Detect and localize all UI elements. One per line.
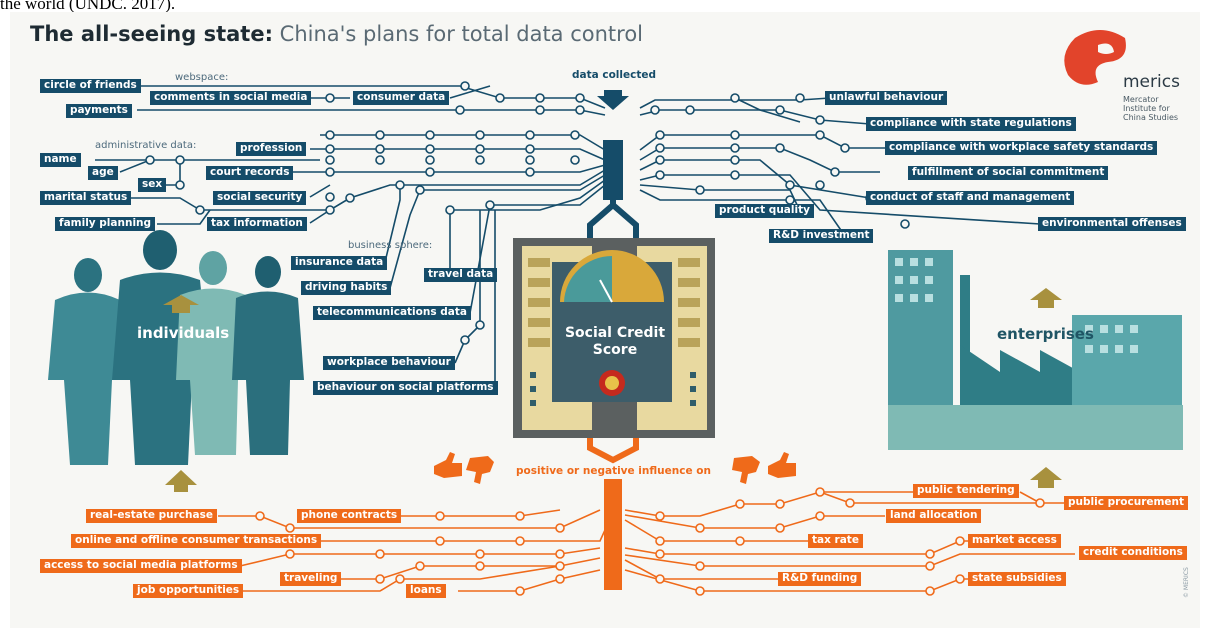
input-label: court records — [206, 166, 294, 180]
up-arrow-right-icon — [1030, 467, 1062, 488]
caption-business: business sphere: — [348, 240, 433, 251]
input-label: comments in social media — [150, 91, 312, 105]
copyright-text: © MERICS — [1183, 567, 1190, 598]
page-title: The all-seeing state: China's plans for … — [30, 22, 644, 46]
individuals-illustration — [48, 230, 304, 465]
output-label: tax rate — [808, 534, 863, 548]
input-label: unlawful behaviour — [825, 91, 948, 105]
section-enterprises: enterprises — [997, 325, 1094, 343]
logo-subtitle: Mercator Institute for China Studies — [1123, 95, 1179, 122]
input-label: environmental offenses — [1038, 217, 1186, 231]
input-label: sex — [138, 178, 167, 192]
caption-influence: positive or negative influence on — [512, 465, 715, 479]
input-label: consumer data — [353, 91, 450, 105]
social-credit-building — [513, 238, 715, 438]
output-label: phone contracts — [297, 509, 402, 523]
input-label: payments — [66, 104, 132, 118]
output-label: state subsidies — [968, 572, 1066, 586]
caption-administrative: administrative data: — [95, 140, 197, 151]
input-label: profession — [236, 142, 307, 156]
input-label: telecommunications data — [313, 306, 471, 320]
social-credit-score-title: Social Credit Score — [564, 325, 666, 358]
caption-webspace: webspace: — [175, 72, 229, 83]
output-label: job opportunities — [133, 584, 244, 598]
data-collected-arrow-icon — [597, 96, 629, 110]
section-individuals: individuals — [137, 324, 230, 342]
input-label: product quality — [715, 204, 814, 218]
output-label: loans — [406, 584, 446, 598]
output-label: public procurement — [1064, 496, 1189, 510]
input-label: family planning — [55, 217, 156, 231]
output-label: traveling — [280, 572, 342, 586]
top-snippet-text: the world (UNDC. 2017). — [0, 0, 176, 13]
output-label: credit conditions — [1079, 546, 1187, 560]
input-label: tax information — [207, 217, 307, 231]
enterprises-illustration — [888, 250, 1183, 450]
up-arrow-left-icon — [165, 470, 197, 492]
output-label: online and offline consumer transactions — [71, 534, 322, 548]
input-label: age — [88, 166, 118, 180]
output-label: public tendering — [913, 484, 1019, 498]
input-label: driving habits — [301, 281, 392, 295]
thumbs-up-down-left-icon — [434, 452, 494, 484]
input-label: conduct of staff and management — [866, 191, 1075, 205]
input-label: workplace behaviour — [323, 356, 455, 370]
caption-data-collected: data collected — [568, 69, 660, 83]
input-label: social security — [213, 191, 307, 205]
input-label: insurance data — [291, 256, 388, 270]
logo-name: merics — [1123, 72, 1180, 92]
input-label: travel data — [424, 268, 498, 282]
input-label: circle of friends — [40, 79, 141, 93]
input-label: compliance with state regulations — [866, 117, 1076, 131]
input-label: fulfillment of social commitment — [908, 166, 1109, 180]
input-label: compliance with workplace safety standar… — [885, 141, 1158, 155]
input-label: marital status — [40, 191, 132, 205]
output-label: access to social media platforms — [40, 559, 242, 573]
input-label: behaviour on social platforms — [313, 381, 498, 395]
output-label: real-estate purchase — [86, 509, 217, 523]
input-label: R&D investment — [769, 229, 874, 243]
output-label: market access — [968, 534, 1061, 548]
thumbs-down-up-right-icon — [732, 452, 796, 484]
input-label: name — [40, 153, 81, 167]
output-label: land allocation — [886, 509, 982, 523]
output-label: R&D funding — [778, 572, 862, 586]
merics-logo-icon — [1064, 30, 1126, 85]
